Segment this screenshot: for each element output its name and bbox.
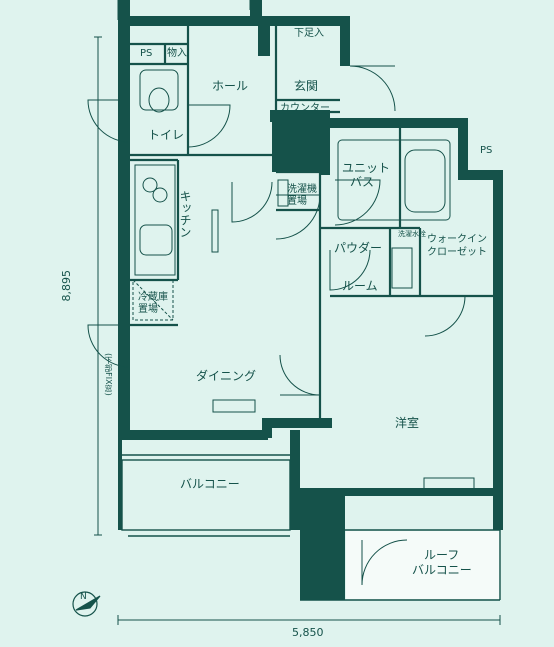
roof-balcony-floor xyxy=(346,531,499,599)
exterior-walls xyxy=(118,0,503,600)
western-door xyxy=(279,354,321,396)
roof-balcony-label-1: ルーフ xyxy=(424,548,460,562)
genkan-label: 玄関 xyxy=(294,79,319,93)
walkin-label-1: ウォークイン xyxy=(427,234,487,245)
powder-label-1: パウダー xyxy=(334,241,383,255)
fridge-label-1: 冷蔵庫 xyxy=(138,292,168,303)
kitchen-door xyxy=(231,181,273,223)
western-room-label: 洋室 xyxy=(395,416,420,430)
kitchen-label: キッチン xyxy=(178,190,192,238)
ps-top-label: PS xyxy=(140,48,153,59)
width-dimension: 5,850 xyxy=(292,626,324,639)
unit-bath-label-2: バス xyxy=(350,175,375,189)
hall-door xyxy=(187,104,231,148)
roof-balcony-label-2: バルコニー xyxy=(412,563,472,577)
faucet-label: 洗濯水栓 xyxy=(398,230,426,238)
entrance-door xyxy=(349,65,396,112)
shoe-storage-label: 下足入 xyxy=(294,28,324,39)
powder-door xyxy=(329,249,371,291)
fridge-label-2: 置場 xyxy=(138,304,158,315)
fix-window-door xyxy=(87,324,131,368)
balcony-label: バルコニー xyxy=(180,477,240,491)
balcony-outline xyxy=(121,459,291,531)
storage-label: 物入 xyxy=(167,48,187,59)
ps-right-label: PS xyxy=(480,145,493,156)
counter-label: カウンター xyxy=(280,103,330,114)
toilet-fixture xyxy=(139,69,179,111)
washer-label-2: 置場 xyxy=(287,196,307,207)
toilet-label: トイレ xyxy=(148,128,185,142)
compass-icon xyxy=(72,591,101,617)
walkin-label-2: クローゼット xyxy=(427,247,487,258)
hall-label: ホール xyxy=(212,79,249,93)
height-dimension: 8,895 xyxy=(60,270,73,302)
fridge-space xyxy=(132,279,174,321)
roof-door xyxy=(361,539,408,586)
fix-window-label: (下部FIX窓) xyxy=(104,353,113,396)
bath-door xyxy=(334,179,381,226)
washer-label-1: 洗濯機 xyxy=(287,184,317,195)
compass-north-label: N xyxy=(80,592,87,602)
unit-bath-label-1: ユニット xyxy=(342,161,391,175)
washer-door xyxy=(275,194,321,240)
toilet-door xyxy=(87,99,131,143)
powder-sink xyxy=(391,247,413,289)
bathtub xyxy=(337,139,451,221)
powder-label-2: ルーム xyxy=(342,279,378,293)
kitchen-counter xyxy=(134,164,176,276)
dining-label: ダイニング xyxy=(196,369,257,383)
closet-door xyxy=(424,295,466,337)
